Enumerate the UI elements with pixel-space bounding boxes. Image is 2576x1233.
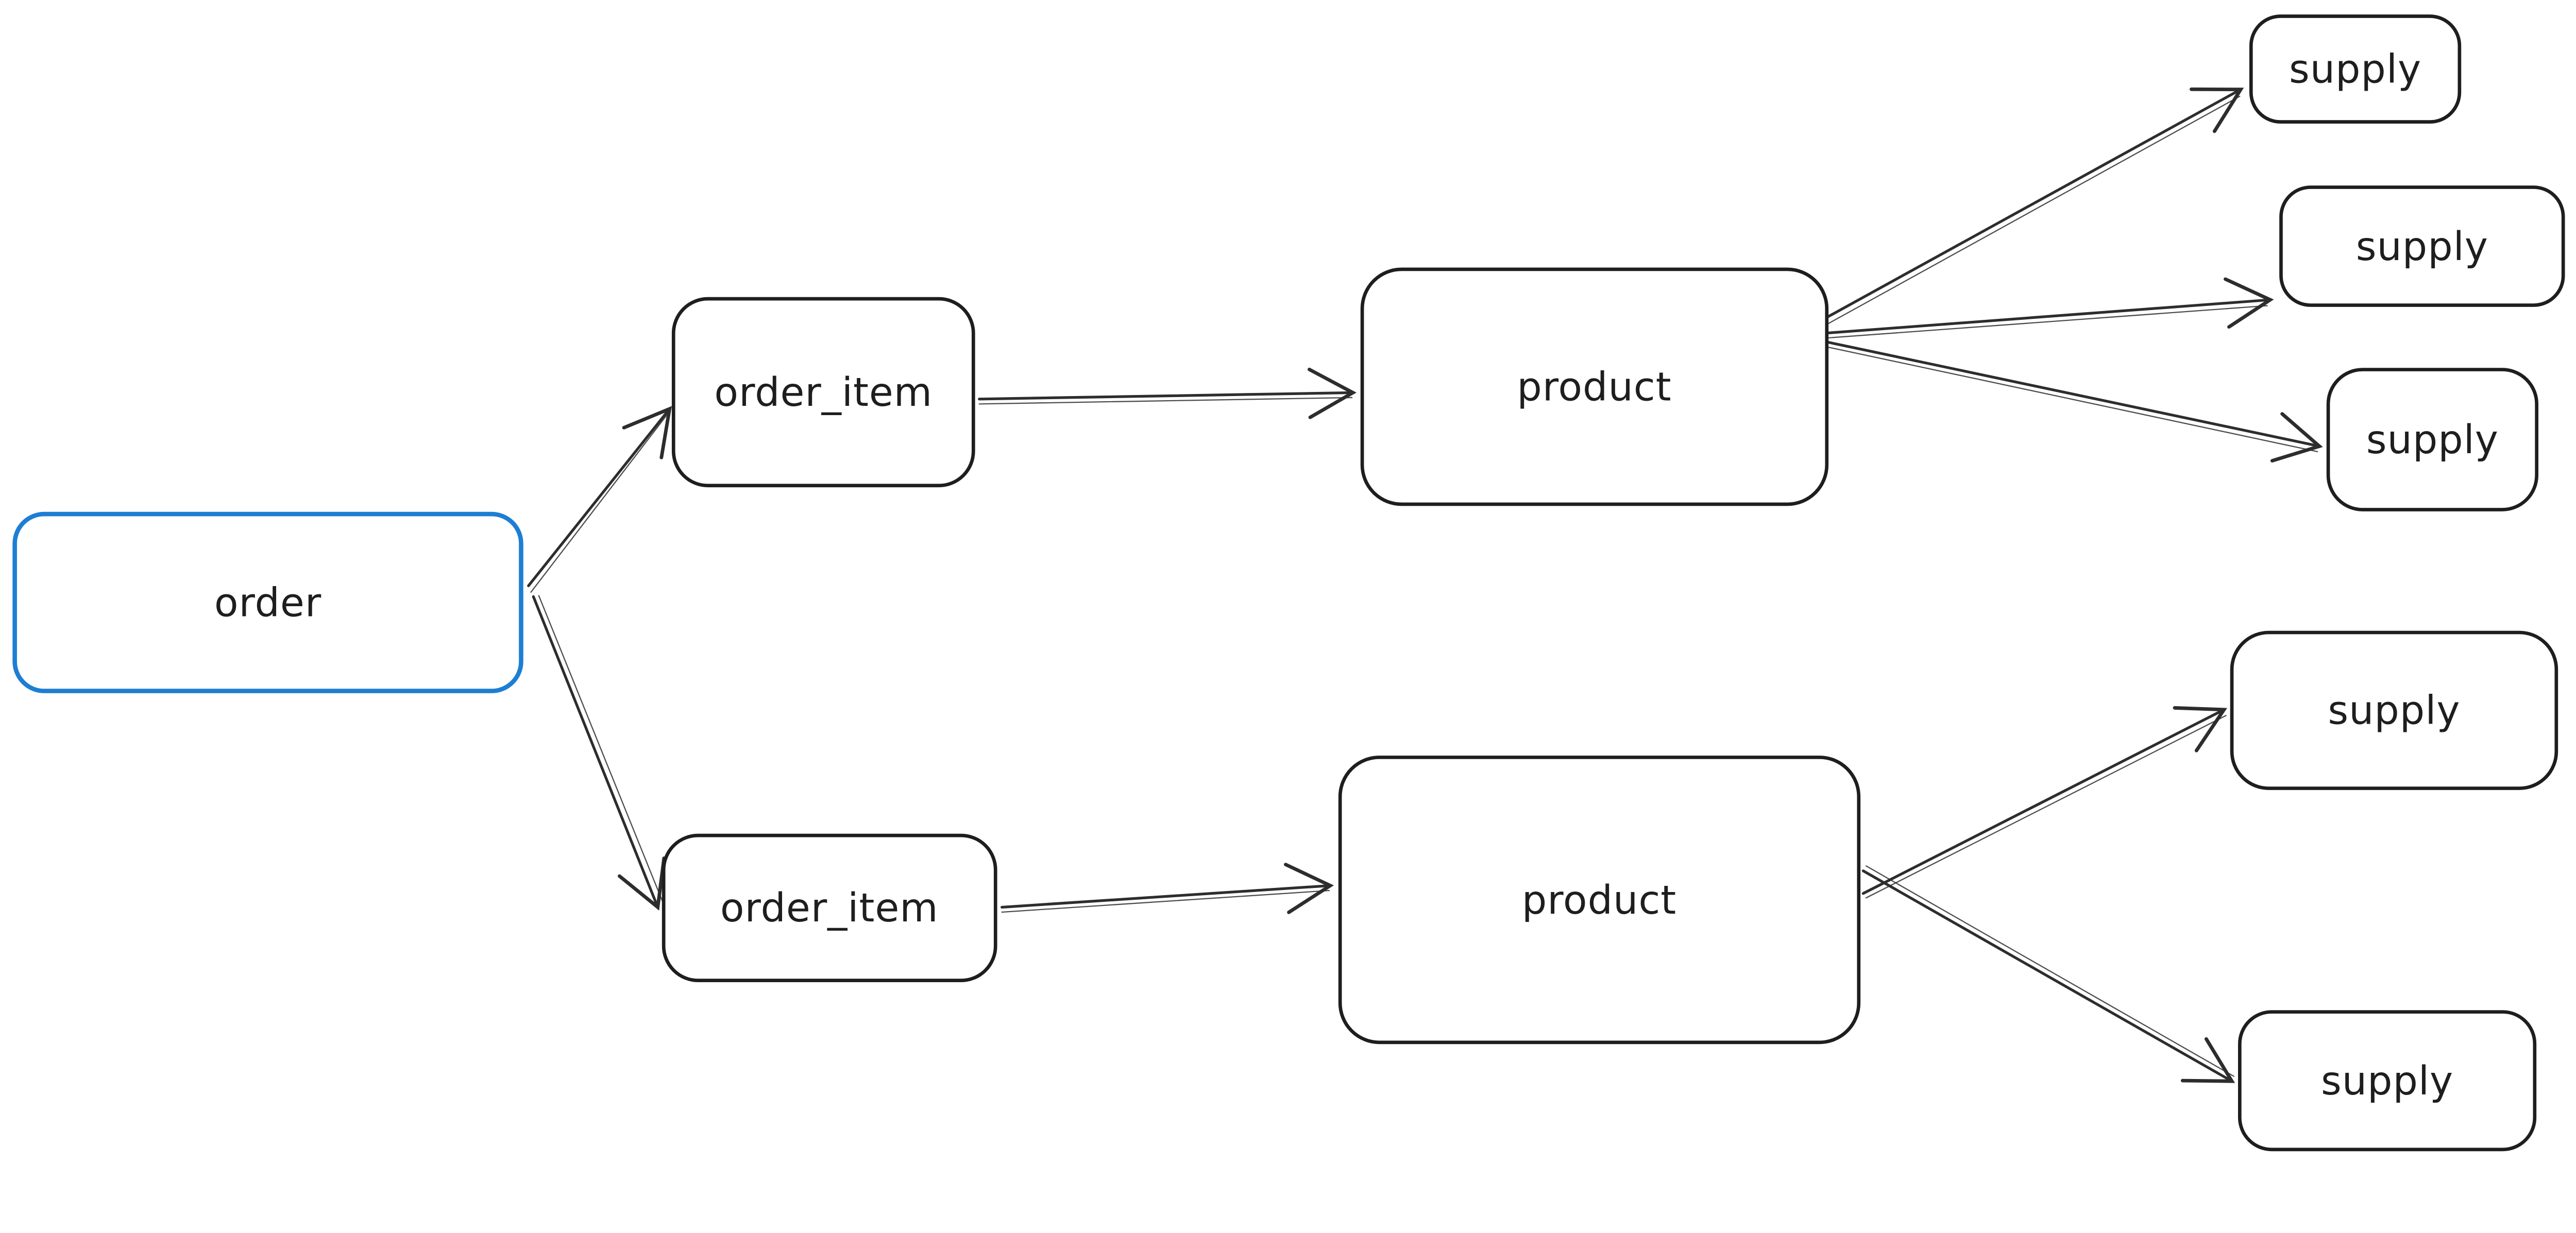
node-supply-5[interactable]: supply (2238, 1010, 2537, 1152)
edge-order-to-order_item_2[interactable] (532, 595, 666, 911)
node-order-label: order (214, 580, 321, 626)
node-supply-3[interactable]: supply (2326, 368, 2538, 511)
node-supply-1-label: supply (2289, 46, 2421, 92)
diagram-stage: order order_item order_item product prod… (0, 0, 2576, 1177)
edge-order-to-order_item_1[interactable] (527, 406, 672, 593)
edge-product_1-to-supply_3[interactable] (1823, 340, 2323, 463)
node-order-item-1[interactable]: order_item (671, 297, 975, 488)
node-supply-4-label: supply (2328, 688, 2460, 734)
node-product-2[interactable]: product (1338, 756, 1861, 1044)
node-product-1-label: product (1517, 365, 1671, 410)
node-order[interactable]: order (12, 511, 523, 693)
node-supply-2[interactable]: supply (2279, 185, 2565, 307)
edge-product_1-to-supply_2[interactable] (1823, 277, 2274, 339)
node-order-item-2-label: order_item (720, 885, 939, 931)
edge-product_2-to-supply_4[interactable] (1861, 706, 2228, 899)
edge-product_2-to-supply_5[interactable] (1861, 865, 2235, 1083)
node-order-item-2[interactable]: order_item (662, 833, 997, 982)
diagram-canvas[interactable]: order order_item order_item product prod… (0, 0, 2576, 1177)
edge-order_item_2-to-product_2[interactable] (1001, 863, 1334, 914)
node-supply-3-label: supply (2366, 417, 2499, 463)
edge-product_1-to-supply_1[interactable] (1823, 87, 2244, 324)
node-supply-4[interactable]: supply (2230, 630, 2558, 790)
node-supply-2-label: supply (2356, 224, 2488, 270)
node-product-2-label: product (1522, 878, 1676, 923)
node-order-item-1-label: order_item (714, 370, 933, 416)
node-supply-1[interactable]: supply (2249, 14, 2462, 124)
edge-order_item_1-to-product_1[interactable] (978, 367, 1357, 419)
node-product-1[interactable]: product (1360, 267, 1829, 506)
node-supply-5-label: supply (2321, 1058, 2453, 1104)
